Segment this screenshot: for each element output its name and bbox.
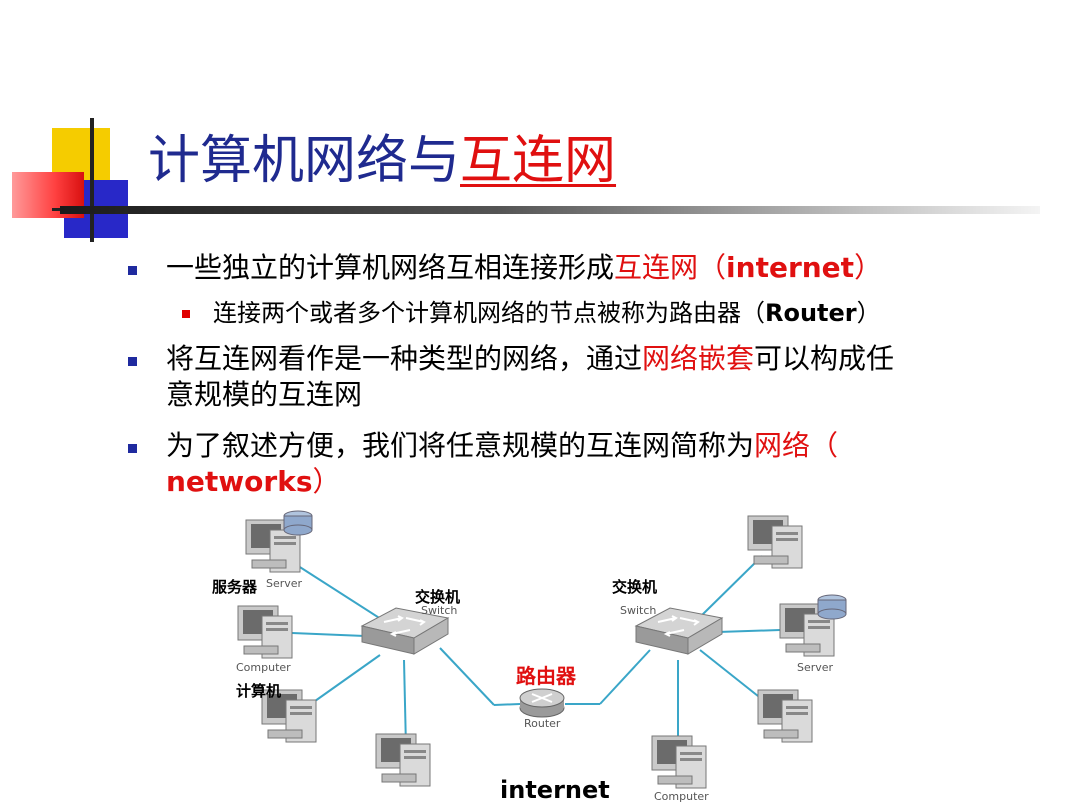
- title-text: 计算机网络与: [148, 131, 461, 191]
- computer-cn-label: 计算机: [236, 682, 282, 700]
- title-highlight: 互连网: [460, 131, 617, 191]
- server-left-device: [245, 510, 313, 573]
- switch-en-label-right: Switch: [620, 604, 657, 617]
- switch-en-label-left: Switch: [421, 604, 458, 617]
- computer-bottom-device: [375, 733, 431, 787]
- switch-cn-label-right: 交换机: [612, 578, 658, 596]
- computer-right-bottom-device: [757, 689, 813, 743]
- server-en-label-left: Server: [266, 577, 303, 590]
- server-right-device: [779, 594, 847, 657]
- router-en-label: Router: [524, 717, 561, 730]
- server-cn-label: 服务器: [212, 578, 258, 596]
- title-deco-vline: [90, 118, 94, 242]
- bullet-1: 一些独立的计算机网络互相连接形成互连网（internet）: [166, 251, 883, 284]
- computer-en-label-right: Computer: [654, 790, 709, 803]
- server-en-label-right: Server: [797, 661, 834, 674]
- bullet-marker: [128, 444, 137, 453]
- sub-bullet-marker: [182, 310, 190, 318]
- computer-en-label-left: Computer: [236, 661, 291, 674]
- diagram-caption: internet: [500, 776, 610, 804]
- computer-bottom-right-device: [651, 735, 707, 789]
- router-cn-label: 路由器: [516, 664, 576, 688]
- bullet-1-sub: 连接两个或者多个计算机网络的节点被称为路由器（Router）: [213, 299, 881, 327]
- bullet-3: 为了叙述方便，我们将任意规模的互连网简称为网络（ networks）: [166, 429, 839, 498]
- switch-cn-label-left: 交换机: [415, 588, 461, 606]
- router-device: [519, 688, 565, 718]
- computer-left-device: [237, 605, 293, 659]
- page-title: 计算机网络与互连网: [148, 126, 616, 196]
- bullet-marker: [128, 266, 137, 275]
- computer-right-top-device: [747, 515, 803, 569]
- bullet-marker: [128, 357, 137, 366]
- title-underline-rule: [60, 206, 1040, 214]
- bullet-2: 将互连网看作是一种类型的网络，通过网络嵌套可以构成任 意规模的互连网: [166, 342, 895, 411]
